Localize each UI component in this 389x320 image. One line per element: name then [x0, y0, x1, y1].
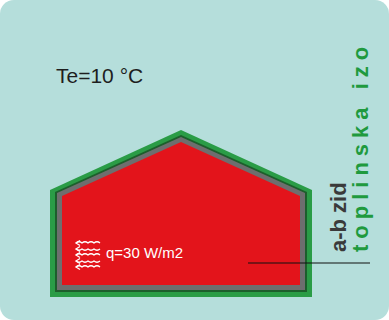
- heat-wave-head: [76, 241, 80, 246]
- heat-wave: [76, 242, 100, 243]
- heat-wave-head: [76, 259, 80, 264]
- heat-flux-label: q=30 W/m2: [106, 244, 183, 261]
- heat-wave-head: [76, 247, 80, 252]
- heat-wave-head: [76, 265, 80, 270]
- wall-layer: [57, 137, 305, 290]
- leader-line: [248, 262, 370, 263]
- heat-flow-arrows: [76, 241, 100, 270]
- heat-wave: [76, 266, 100, 267]
- heat-wave: [76, 249, 100, 250]
- heat-wave-head: [76, 253, 80, 258]
- insulation-edge: [55, 135, 307, 292]
- insulation-label: toplinska izo: [348, 41, 374, 252]
- ambient-temperature: Te=10 °C: [56, 64, 143, 88]
- heat-wave: [76, 261, 100, 262]
- insulation-layer: [50, 130, 312, 297]
- heat-wave: [76, 254, 100, 255]
